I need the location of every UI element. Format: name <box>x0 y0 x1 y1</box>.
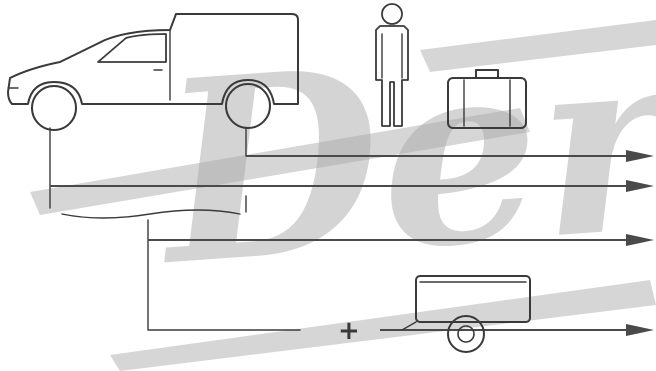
plus-symbol: + <box>338 316 360 346</box>
